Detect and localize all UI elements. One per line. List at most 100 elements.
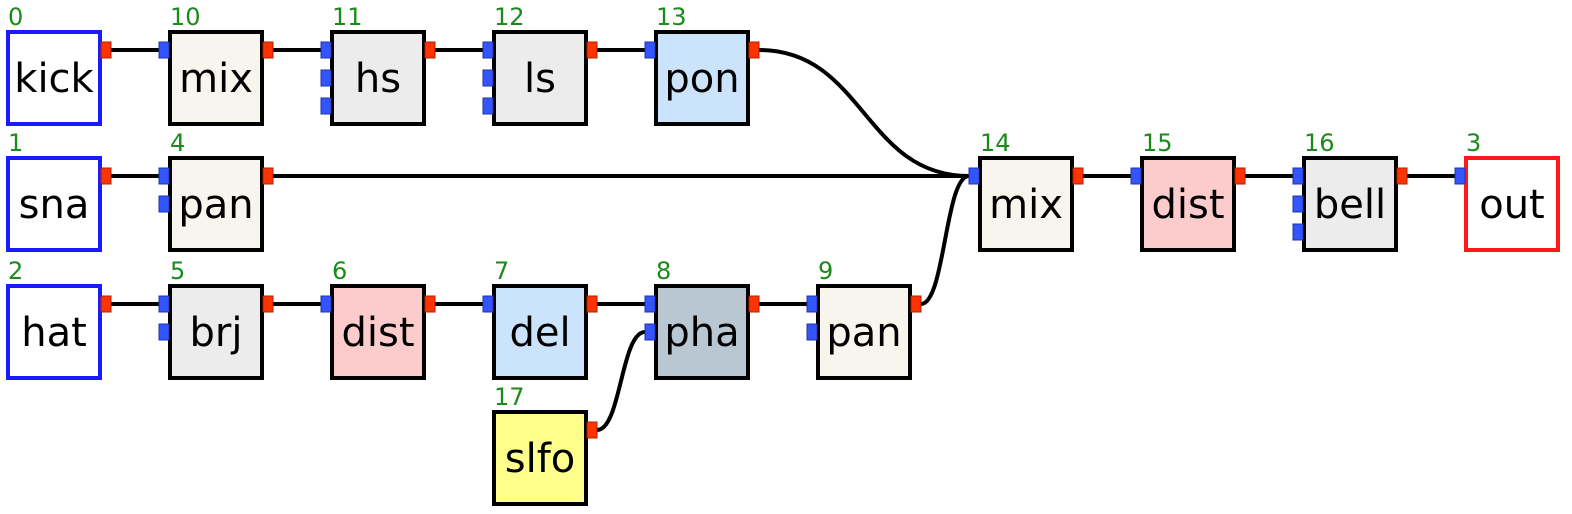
node-box[interactable] [1302,156,1398,252]
input-port[interactable] [482,295,494,313]
output-port[interactable] [586,41,598,59]
node-box[interactable] [6,156,102,252]
output-port[interactable] [586,295,598,313]
output-port[interactable] [910,295,922,313]
output-port[interactable] [262,41,274,59]
input-port[interactable] [482,41,494,59]
node-box[interactable] [492,30,588,126]
output-port[interactable] [424,41,436,59]
node-box[interactable] [6,30,102,126]
output-port[interactable] [748,41,760,59]
node-box[interactable] [492,410,588,506]
nodes-layer: kick0mix10hs11ls12pon13sna1pan4mix14dist… [6,3,1560,506]
node-label: out [1479,182,1545,228]
input-port[interactable] [320,295,332,313]
output-port[interactable] [1396,167,1408,185]
node-box[interactable] [168,284,264,380]
output-port[interactable] [100,295,112,313]
output-port[interactable] [424,295,436,313]
node-box[interactable] [330,30,426,126]
node-box[interactable] [816,284,912,380]
output-port[interactable] [262,295,274,313]
input-port[interactable] [320,97,332,115]
input-port[interactable] [1292,167,1304,185]
output-port[interactable] [100,167,112,185]
node-out-3[interactable]: out 3 [1454,129,1560,252]
input-port[interactable] [482,97,494,115]
node-box[interactable] [6,284,102,380]
node-id-label: 14 [980,129,1011,157]
node-label: sna [19,182,90,228]
node-box[interactable] [1140,156,1236,252]
input-port[interactable] [968,167,980,185]
output-port[interactable] [748,295,760,313]
output-port[interactable] [1234,167,1246,185]
node-label: mix [179,56,253,102]
node-id-label: 17 [494,383,525,411]
node-id-label: 0 [8,3,23,31]
node-id-label: 6 [332,257,347,285]
node-id-label: 12 [494,3,525,31]
node-label: slfo [505,436,576,482]
node-label: pan [178,182,253,228]
node-box[interactable] [654,30,750,126]
node-box[interactable] [330,284,426,380]
node-sna-1[interactable]: sna 1 [6,129,112,252]
node-id-label: 3 [1466,129,1481,157]
output-port[interactable] [586,421,598,439]
node-id-label: 1 [8,129,23,157]
input-port[interactable] [320,41,332,59]
node-box[interactable] [492,284,588,380]
input-port[interactable] [806,295,818,313]
input-port[interactable] [158,323,170,341]
node-id-label: 15 [1142,129,1173,157]
input-port[interactable] [1130,167,1142,185]
node-id-label: 13 [656,3,687,31]
input-port[interactable] [806,323,818,341]
node-id-label: 7 [494,257,509,285]
input-port[interactable] [1454,167,1466,185]
input-port[interactable] [644,295,656,313]
wire-9-to-14 [920,174,970,306]
wire-13-to-14 [758,48,970,178]
node-slfo-17[interactable]: slfo 17 [492,383,598,506]
input-port[interactable] [1292,195,1304,213]
node-label: pha [664,310,739,356]
input-port[interactable] [644,41,656,59]
input-port[interactable] [482,69,494,87]
node-box[interactable] [1464,156,1560,252]
output-port[interactable] [100,41,112,59]
node-id-label: 9 [818,257,833,285]
input-port[interactable] [158,295,170,313]
node-id-label: 5 [170,257,185,285]
node-box[interactable] [168,30,264,126]
node-box[interactable] [168,156,264,252]
node-box[interactable] [978,156,1074,252]
input-port[interactable] [158,167,170,185]
input-port[interactable] [320,69,332,87]
input-port[interactable] [644,323,656,341]
output-port[interactable] [262,167,274,185]
output-port[interactable] [1072,167,1084,185]
input-port[interactable] [158,41,170,59]
input-port[interactable] [158,195,170,213]
node-label: del [509,310,570,356]
input-port[interactable] [1292,223,1304,241]
node-box[interactable] [654,284,750,380]
